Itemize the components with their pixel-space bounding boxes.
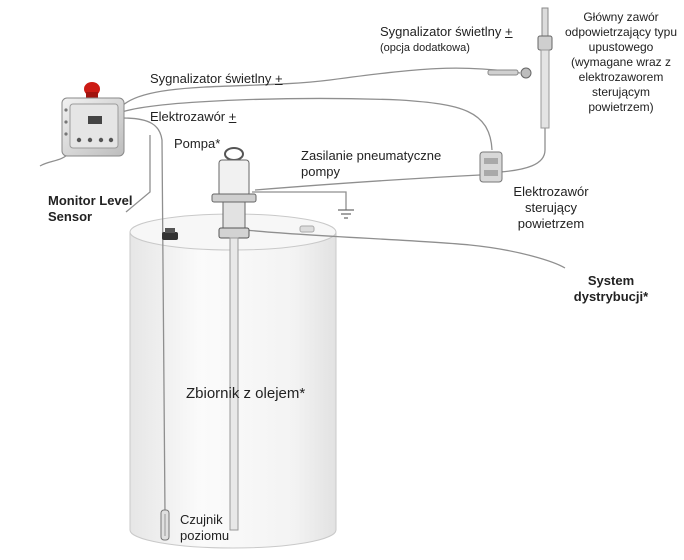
ground-wire [252,191,347,210]
beacon-optional-label: Sygnalizator świetlny + [380,24,513,39]
ground-symbol [338,209,354,219]
tank-bung [162,228,178,240]
main-bleed-valve [537,7,553,129]
beacon-main-label: Sygnalizator świetlny + [150,71,283,86]
solenoid-main-label: Elektrozawór + [150,109,237,124]
pump-air-label: Zasilanie pneumatyczne pompy [301,148,442,179]
monitor-unit [61,82,125,157]
main-valve-label: Główny zawór odpowietrzający typu upusto… [564,10,678,114]
beacon-optional-note: (opcja dodatkowa) [380,42,470,54]
pump [211,147,257,531]
pump-air-line [254,174,481,191]
sensor-cable [121,117,166,516]
monitor-label: Monitor Level Sensor [48,193,133,224]
beacon-cable [121,67,521,107]
air-solenoid-label: Elektrozawór sterujący powietrzem [513,184,589,231]
cable-lines [39,50,566,516]
tank-label: Zbiornik z olejem* [186,385,306,402]
pump-label: Pompa* [174,136,221,151]
level-sensor [160,509,170,541]
distribution-hose [245,229,566,269]
air-solenoid-valve [479,151,503,183]
distribution-label: System dystrybucji* [573,273,649,304]
level-sensor-label: Czujnik poziomu [180,512,230,543]
solenoid-cable [121,97,493,151]
main-valve-line [499,50,546,173]
optional-beacon [487,67,532,79]
monitor-to-tank-cable [125,135,151,213]
